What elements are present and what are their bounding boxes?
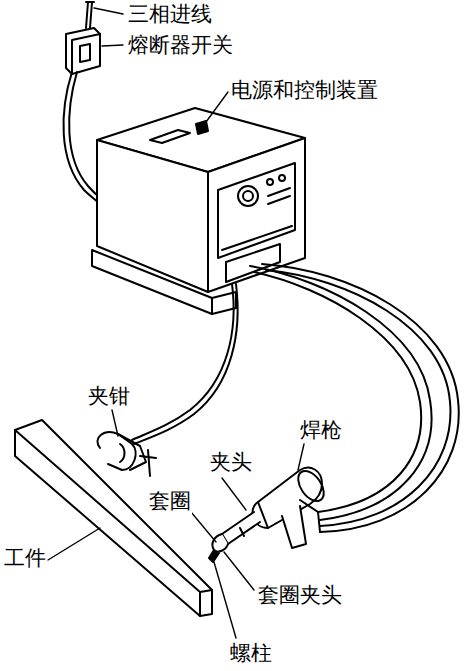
part-label: 三相进线 [127, 1, 213, 27]
fuse-switch [66, 28, 100, 74]
part-label: 夹头 [209, 449, 253, 475]
supply-cable [63, 72, 100, 204]
part-label: 电源和控制装置 [230, 77, 379, 103]
part-label: 套圈夹头 [257, 582, 343, 608]
part-label: 熔断器开关 [127, 32, 234, 58]
workpiece [15, 420, 212, 616]
part-label: 焊枪 [299, 417, 343, 443]
part-label: 夹钳 [87, 383, 131, 409]
input-wires [86, 2, 94, 28]
ground-cable [134, 284, 238, 444]
power-unit [92, 108, 305, 314]
part-label: 螺柱 [229, 640, 273, 666]
welding-cable [250, 266, 432, 520]
ground-cable [132, 284, 234, 440]
part-label: 工件 [3, 545, 47, 571]
ground-clamp [97, 432, 156, 476]
part-label: 套圈 [148, 488, 192, 514]
welding-gun [209, 466, 329, 562]
